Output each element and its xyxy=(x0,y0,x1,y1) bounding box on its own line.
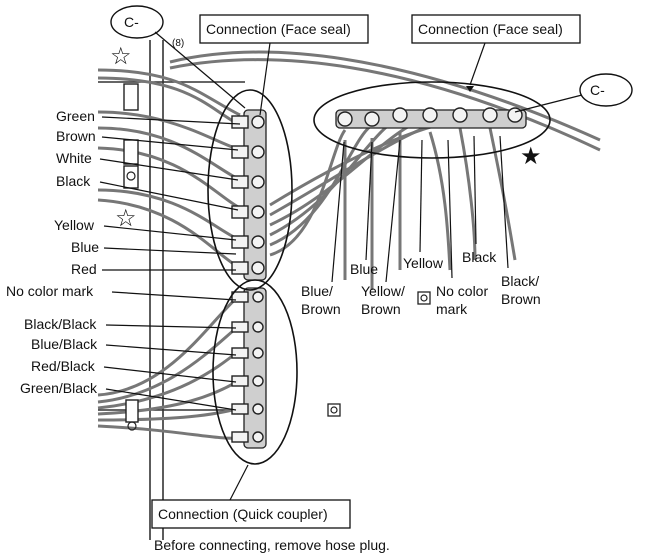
note-number: (8) xyxy=(172,38,184,49)
hose-clamps xyxy=(123,83,431,431)
label-green-black: Green/Black xyxy=(20,380,98,396)
group-ellipses xyxy=(207,81,551,465)
label-red: Red xyxy=(71,261,97,277)
label-yellow: Yellow xyxy=(54,217,95,233)
label-no-color-line1: No color xyxy=(436,283,488,299)
label-brown: Brown xyxy=(56,128,96,144)
mounting-frame xyxy=(98,40,245,540)
label-blue: Blue xyxy=(71,239,99,255)
footer-note: Before connecting, remove hose plug. xyxy=(154,537,390,553)
label-black-right: Black xyxy=(462,249,497,265)
open-star-top-icon: ☆ xyxy=(110,42,132,70)
c-minus-right-text: C- xyxy=(590,82,605,98)
label-black-brown-line1: Black/ xyxy=(501,273,539,289)
left-labels: Green Brown White Black Yellow Blue Red … xyxy=(6,108,241,411)
label-yellow-right: Yellow xyxy=(403,255,444,271)
label-green: Green xyxy=(56,108,95,124)
c-minus-callout-right: C- xyxy=(514,73,633,113)
label-yellow-brown-line1: Yellow/ xyxy=(361,283,405,299)
label-black-brown-line2: Brown xyxy=(501,291,541,307)
label-white: White xyxy=(56,150,92,166)
c-minus-top-text: C- xyxy=(124,14,139,30)
label-black-black: Black/Black xyxy=(24,316,97,332)
label-no-color-mark: No color mark xyxy=(6,283,94,299)
label-blue-black: Blue/Black xyxy=(31,336,98,352)
callout-quick-coupler-text: Connection (Quick coupler) xyxy=(158,506,328,522)
callout-face-seal-left-text: Connection (Face seal) xyxy=(206,21,351,37)
callout-face-seal-right: Connection (Face seal) xyxy=(411,14,581,92)
face-seal-fittings-left xyxy=(231,109,267,281)
label-blue-right: Blue xyxy=(350,261,378,277)
label-red-black: Red/Black xyxy=(31,358,96,374)
callout-face-seal-left: Connection (Face seal) xyxy=(199,14,369,116)
c-minus-callout-top: C- (8) xyxy=(110,5,246,109)
open-star-middle-icon: ☆ xyxy=(115,204,137,232)
label-black: Black xyxy=(56,173,91,189)
label-no-color-line2: mark xyxy=(436,301,468,317)
callout-quick-coupler: Connection (Quick coupler) xyxy=(151,464,351,529)
filled-star-icon: ★ xyxy=(520,142,542,170)
label-blue-brown-line2: Brown xyxy=(301,301,341,317)
face-seal-fittings-right xyxy=(335,107,527,129)
label-blue-brown-line1: Blue/ xyxy=(301,283,333,299)
right-labels: Blue/ Brown Blue Yellow/ Brown Yellow No… xyxy=(301,135,541,317)
callout-face-seal-right-text: Connection (Face seal) xyxy=(418,21,563,37)
quick-coupler-fittings-left xyxy=(231,287,267,449)
label-yellow-brown-line2: Brown xyxy=(361,301,401,317)
